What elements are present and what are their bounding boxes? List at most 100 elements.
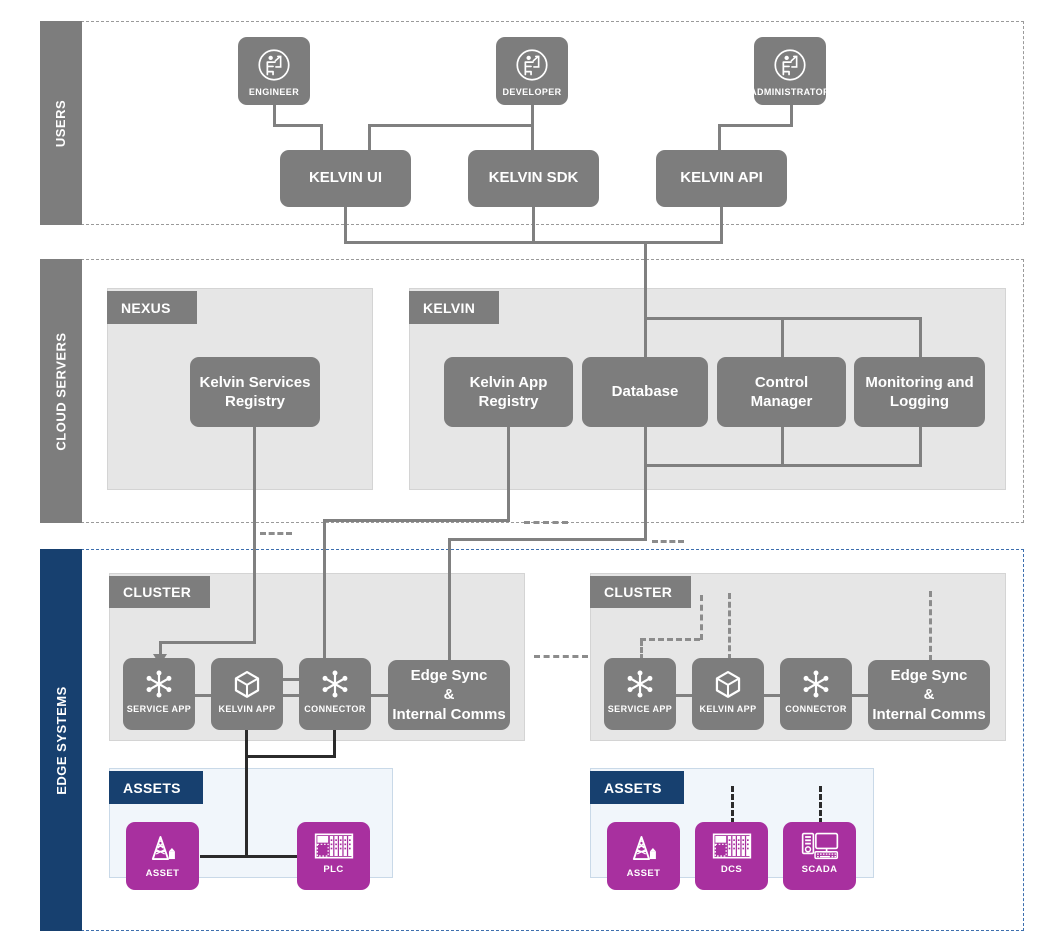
- node-right-connector[interactable]: CONNECTOR: [780, 658, 852, 730]
- line-left-assets-bus: [200, 855, 300, 858]
- scada-computer-icon: [801, 832, 838, 860]
- interface-kelvin-sdk[interactable]: KELVIN SDK: [468, 150, 599, 207]
- dashed-scada-riser: [819, 786, 822, 824]
- node-right-edge-sync-line2: &: [923, 686, 935, 704]
- dcs-rack-icon: [712, 833, 751, 859]
- node-left-edge-sync[interactable]: Edge Sync & Internal Comms: [388, 660, 510, 730]
- line-kelvin-bottom-monitoring: [919, 426, 922, 466]
- actor-engineer[interactable]: ENGINEER: [238, 37, 310, 105]
- dashed-separator-right: [652, 540, 684, 543]
- line-ui-down: [344, 206, 347, 244]
- node-right-service-app[interactable]: SERVICE APP: [604, 658, 676, 730]
- asset-right-scada-label: SCADA: [801, 864, 838, 875]
- dashed-right-serviceapp-riser: [700, 595, 703, 640]
- dashed-separator-mid: [524, 521, 568, 524]
- asset-right-scada[interactable]: SCADA: [783, 822, 856, 890]
- line-developer-down: [531, 104, 534, 152]
- line-app-registry-down2: [323, 519, 326, 681]
- line-engineer-right: [273, 124, 323, 127]
- panel-kelvin-tab-label: KELVIN: [423, 299, 476, 316]
- asset-left-asset[interactable]: ASSET: [126, 822, 199, 890]
- line-developer-bus: [368, 124, 533, 127]
- node-left-kelvin-app[interactable]: KELVIN APP: [211, 658, 283, 730]
- plc-rack-icon: [314, 833, 353, 859]
- node-left-service-app-label: SERVICE APP: [126, 704, 192, 714]
- interface-kelvin-api-label: KELVIN API: [680, 169, 763, 187]
- administrator-workstation-icon: [774, 49, 806, 81]
- asset-left-asset-label: ASSET: [145, 868, 180, 879]
- line-interface-bus-to-database: [644, 241, 647, 369]
- node-left-kelvin-app-label: KELVIN APP: [218, 704, 276, 714]
- node-right-kelvin-app-label: KELVIN APP: [699, 704, 757, 714]
- node-kelvin-app-registry-line1: Kelvin App: [469, 373, 548, 391]
- actor-engineer-label: ENGINEER: [248, 87, 300, 97]
- asset-right-asset[interactable]: ASSET: [607, 822, 680, 890]
- node-right-kelvin-app[interactable]: KELVIN APP: [692, 658, 764, 730]
- node-monitoring-and-logging[interactable]: Monitoring and Logging: [854, 357, 985, 427]
- node-left-edge-sync-line2: &: [443, 686, 455, 704]
- actor-developer[interactable]: DEVELOPER: [496, 37, 568, 105]
- line-services-registry-to-service-app: [159, 641, 256, 644]
- region-label-users: USERS: [53, 99, 69, 147]
- line-administrator-down: [790, 104, 793, 126]
- line-sdk-down: [532, 206, 535, 244]
- panel-cluster-left-tab: CLUSTER: [109, 576, 210, 608]
- panel-cluster-right-tab-label: CLUSTER: [604, 584, 673, 600]
- line-app-registry-down: [507, 426, 510, 521]
- line-developer-bus-down: [368, 124, 371, 152]
- interface-kelvin-sdk-label: KELVIN SDK: [488, 169, 579, 187]
- node-kelvin-services-registry-line2: Registry: [224, 393, 286, 410]
- node-kelvin-services-registry[interactable]: Kelvin Services Registry: [190, 357, 320, 427]
- interface-kelvin-ui-label: KELVIN UI: [308, 169, 383, 187]
- node-left-connector[interactable]: CONNECTOR: [299, 658, 371, 730]
- interface-kelvin-ui[interactable]: KELVIN UI: [280, 150, 411, 207]
- line-administrator-to-api: [718, 124, 721, 152]
- interface-kelvin-api[interactable]: KELVIN API: [656, 150, 787, 207]
- actor-developer-label: DEVELOPER: [502, 87, 562, 97]
- line-services-registry-drop: [159, 641, 162, 656]
- panel-kelvin-tab: KELVIN: [409, 291, 499, 324]
- node-right-edge-sync[interactable]: Edge Sync & Internal Comms: [868, 660, 990, 730]
- region-band-cloud: CLOUD SERVERS: [40, 259, 82, 523]
- node-control-manager[interactable]: Control Manager: [717, 357, 846, 427]
- line-app-registry-left: [323, 519, 510, 522]
- dashed-intercluster-link: [534, 655, 588, 658]
- line-left-kelvinapp-connector: [280, 694, 300, 697]
- line-interface-bus: [344, 241, 723, 244]
- node-database-label: Database: [611, 383, 679, 401]
- node-left-service-app[interactable]: SERVICE APP: [123, 658, 195, 730]
- line-left-kelvinapp-to-assets: [245, 729, 248, 857]
- line-api-down: [720, 206, 723, 244]
- region-band-edge: EDGE SYSTEMS: [40, 549, 82, 931]
- asset-right-dcs[interactable]: DCS: [695, 822, 768, 890]
- service-app-network-icon: [146, 670, 172, 698]
- node-database[interactable]: Database: [582, 357, 708, 427]
- node-kelvin-app-registry[interactable]: Kelvin App Registry: [444, 357, 573, 427]
- kelvin-app-cube-icon: [715, 670, 741, 698]
- line-database-to-edge-left: [448, 538, 647, 541]
- panel-assets-right-tab-label: ASSETS: [604, 779, 662, 796]
- node-right-service-app-label: SERVICE APP: [607, 704, 673, 714]
- dashed-right-edgesync-riser: [929, 591, 932, 661]
- line-right-connector-edgesync: [849, 694, 871, 697]
- dashed-separator-left: [260, 532, 292, 535]
- panel-assets-left-tab-label: ASSETS: [123, 779, 181, 796]
- panel-cluster-left-tab-label: CLUSTER: [123, 584, 192, 600]
- engineer-workstation-icon: [258, 49, 290, 81]
- line-left-connector-to-plc-bus: [245, 755, 336, 758]
- dashed-right-serviceapp-stub: [640, 640, 643, 660]
- line-engineer-to-ui: [320, 124, 323, 152]
- line-database-drop-edge-sync: [448, 538, 451, 663]
- panel-assets-left-tab: ASSETS: [109, 771, 203, 804]
- line-administrator-left: [718, 124, 793, 127]
- node-left-edge-sync-line1: Edge Sync: [410, 666, 488, 684]
- actor-administrator[interactable]: ADMINISTRATOR: [750, 37, 830, 105]
- region-label-edge-systems: EDGE SYSTEMS: [53, 685, 69, 795]
- asset-left-plc[interactable]: PLC: [297, 822, 370, 890]
- node-control-manager-line2: Manager: [750, 393, 813, 410]
- asset-left-plc-label: PLC: [323, 864, 344, 875]
- line-right-kelvinapp-connector: [761, 694, 781, 697]
- actor-administrator-label: ADMINISTRATOR: [750, 87, 830, 97]
- node-monitoring-and-logging-line2: Logging: [889, 393, 950, 410]
- asset-right-dcs-label: DCS: [720, 864, 743, 875]
